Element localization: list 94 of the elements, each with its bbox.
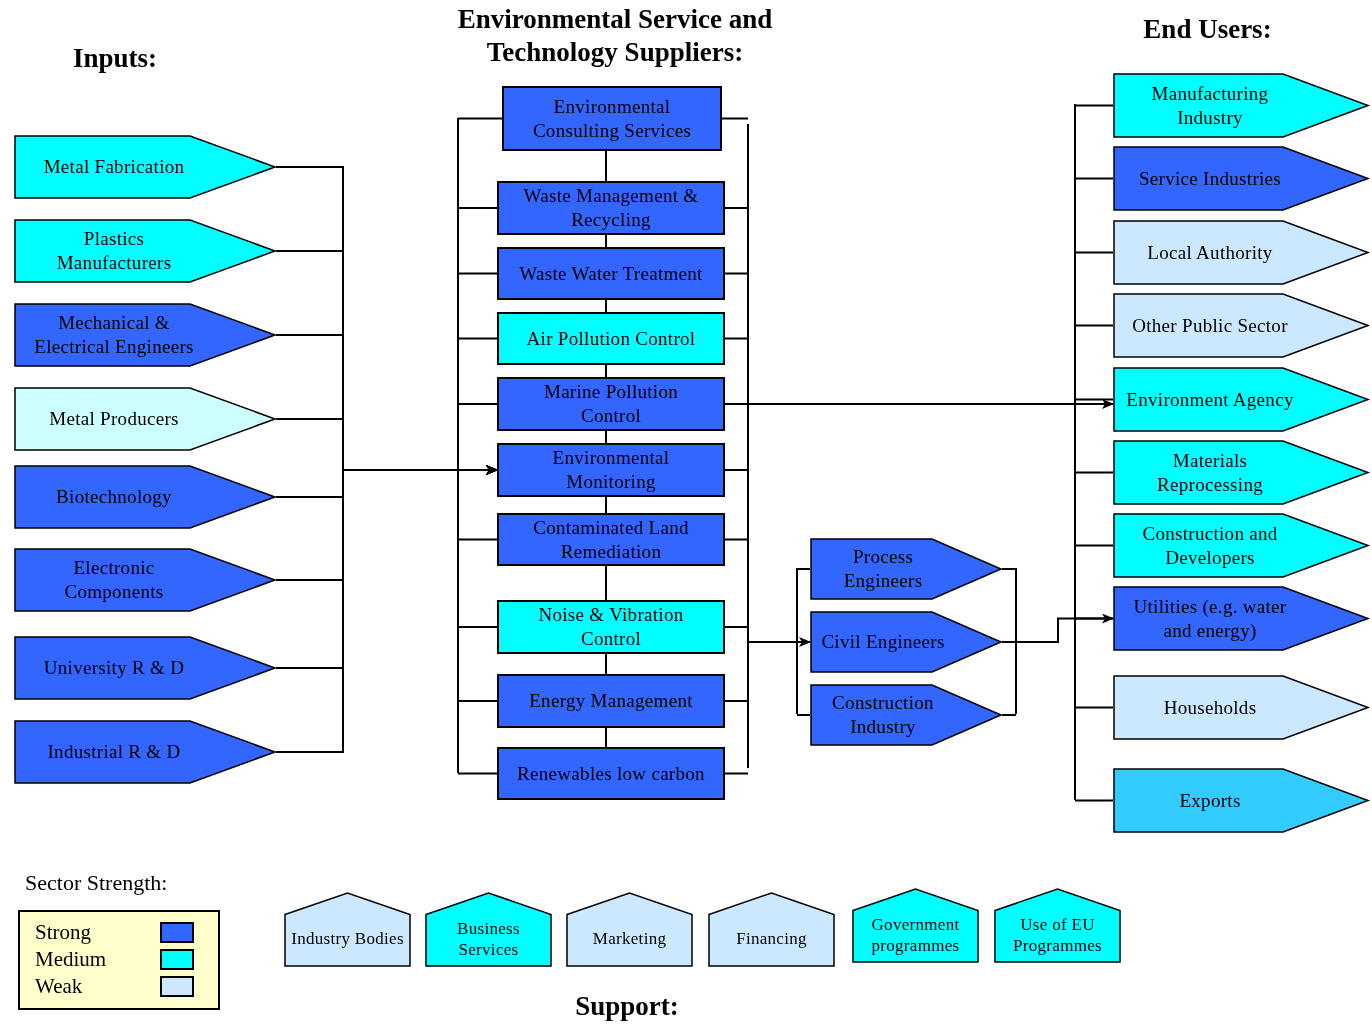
- arrow-shape: [1113, 367, 1369, 432]
- node-label: University R & D: [43, 656, 185, 680]
- column-heading: Environmental Service and Technology Suppliers:: [456, 3, 774, 69]
- connector-line: [605, 653, 607, 675]
- node-label: Government programmes: [870, 913, 961, 956]
- house-shape: [566, 892, 693, 967]
- process-box: [497, 674, 725, 728]
- node-label: Marine Pollution Control: [542, 380, 680, 428]
- arrow-shape: [14, 465, 276, 529]
- node-label: Noise & Vibration Control: [537, 603, 685, 651]
- arrow-shape: [1113, 293, 1369, 358]
- process-box: [497, 513, 725, 566]
- column-heading: Inputs:: [71, 42, 158, 75]
- legend-label: Weak: [35, 974, 83, 999]
- connector-line: [605, 234, 607, 248]
- process-box: [497, 247, 725, 300]
- node-label: Waste Water Treatment: [519, 261, 703, 286]
- process-box: [502, 86, 722, 151]
- process-box: [497, 600, 725, 654]
- arrow-shape: [1113, 768, 1369, 833]
- node-label: Metal Producers: [49, 407, 179, 431]
- arrow-shape: [14, 219, 276, 283]
- node-label: Households: [1163, 695, 1257, 720]
- node-label: Environment Agency: [1126, 387, 1294, 412]
- node-label: Contaminated Land Remediation: [532, 515, 690, 564]
- node-label: Marketing: [592, 928, 667, 950]
- process-box: [497, 312, 725, 365]
- node-label: Process Engineers: [842, 545, 924, 593]
- node-label: Exports: [1179, 788, 1241, 813]
- legend-label: Strong: [35, 920, 91, 945]
- node-label: Renewables low carbon: [517, 761, 705, 786]
- house-shape: [708, 892, 835, 967]
- arrow: [724, 626, 811, 647]
- connector-line: [605, 496, 607, 514]
- node-label: Environmental Consulting Services: [531, 94, 693, 143]
- arrow-shape: [810, 684, 1002, 746]
- node-label: Industrial R & D: [47, 740, 181, 764]
- node-label: Plastics Manufacturers: [55, 227, 173, 275]
- connector-line: [605, 364, 607, 378]
- legend-title: Sector Strength:: [25, 869, 169, 897]
- connector-line: [605, 727, 607, 748]
- node-label: Construction and Developers: [1141, 521, 1279, 570]
- node-label: Air Pollution Control: [526, 326, 696, 351]
- arrow-shape: [1113, 73, 1369, 138]
- node-label: Manufacturing Industry: [1150, 81, 1270, 130]
- node-label: Biotechnology: [56, 485, 172, 509]
- arrow-shape: [14, 303, 276, 367]
- node-label: Waste Management & Recycling: [522, 184, 700, 232]
- section-heading: Support:: [574, 990, 680, 1023]
- arrow-shape: [1113, 513, 1369, 578]
- house-shape: [994, 888, 1121, 963]
- arrow-shape: [1113, 586, 1369, 651]
- column-heading: End Users:: [1142, 13, 1273, 46]
- process-box: [497, 181, 725, 235]
- process-box: [497, 747, 725, 800]
- connector-line: [605, 150, 607, 182]
- node-label: Environmental Monitoring: [551, 446, 671, 494]
- legend-label: Medium: [35, 947, 107, 972]
- node-label: Industry Bodies: [291, 928, 404, 950]
- arrow-shape: [810, 538, 1002, 600]
- node-label: Mechanical & Electrical Engineers: [33, 311, 195, 359]
- connector-line: [605, 299, 607, 313]
- node-label: Civil Engineers: [821, 630, 945, 654]
- arrow: [1001, 613, 1114, 643]
- node-label: Construction Industry: [831, 691, 935, 739]
- arrow-shape: [1113, 146, 1369, 211]
- house-shape: [425, 892, 552, 967]
- arrow-shape: [14, 720, 276, 784]
- node-label: Business Services: [456, 917, 521, 960]
- arrow-shape: [1113, 220, 1369, 285]
- connector-line: [605, 565, 607, 601]
- arrow-shape: [14, 636, 276, 700]
- node-label: Other Public Sector: [1132, 313, 1288, 338]
- node-label: Materials Reprocessing: [1156, 448, 1264, 497]
- node-label: Financing: [736, 928, 807, 950]
- node-label: Use of EU Programmes: [1012, 913, 1103, 956]
- arrow-shape: [1113, 675, 1369, 740]
- node-label: Service Industries: [1138, 166, 1282, 191]
- connector-line: [605, 430, 607, 444]
- arrow-shape: [1113, 440, 1369, 505]
- arrow-shape: [14, 387, 276, 451]
- arrow-shape: [14, 548, 276, 612]
- process-box: [497, 443, 725, 497]
- house-shape: [284, 892, 411, 967]
- arrow: [275, 465, 498, 753]
- house-shape: [852, 888, 979, 963]
- process-box: [497, 377, 725, 431]
- node-label: Electronic Components: [63, 556, 165, 604]
- node-label: Local Authority: [1147, 240, 1273, 265]
- node-label: Metal Fabrication: [43, 155, 185, 179]
- node-label: Utilities (e.g. water and energy): [1132, 594, 1288, 643]
- arrow-shape: [810, 611, 1002, 673]
- arrow-shape: [14, 135, 276, 199]
- node-label: Energy Management: [529, 689, 693, 713]
